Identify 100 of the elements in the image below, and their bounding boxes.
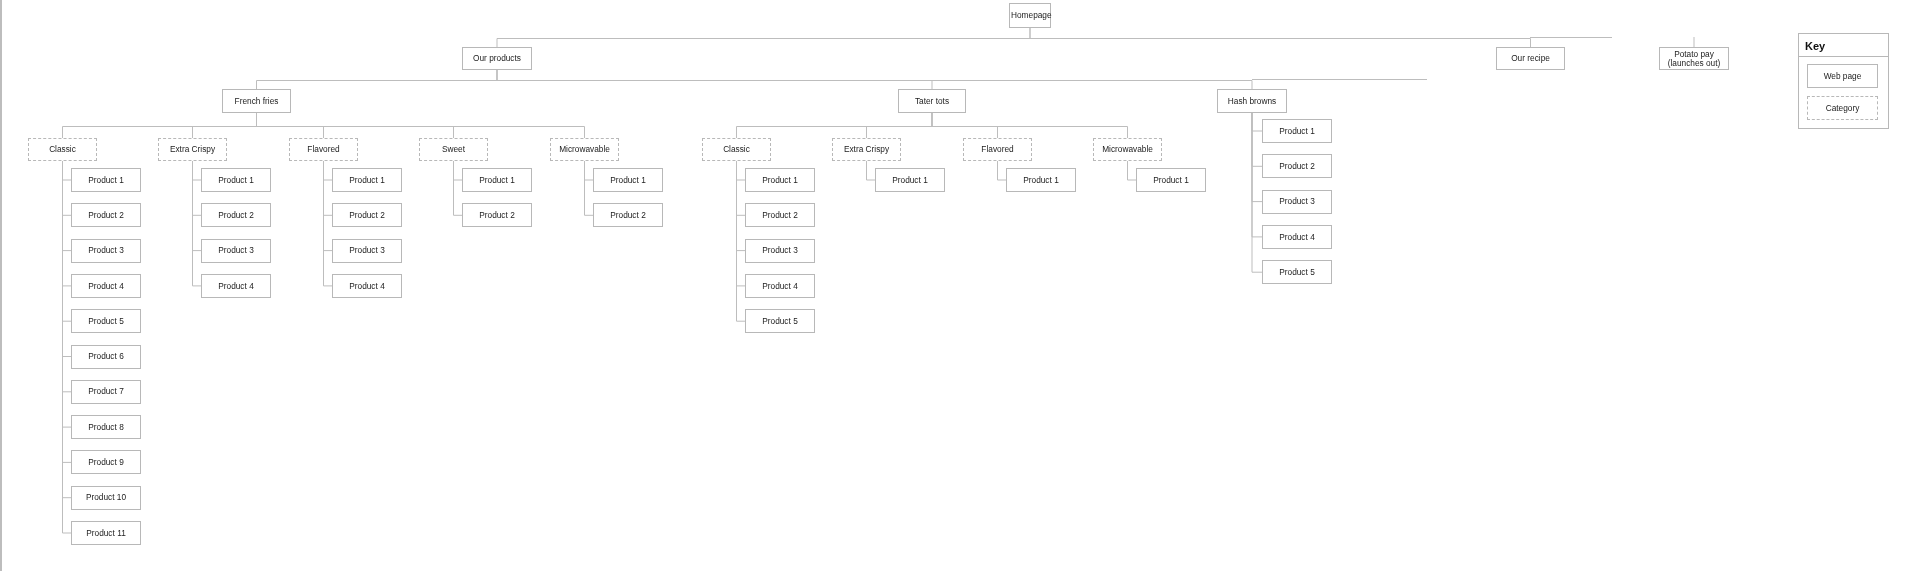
node-label: Product 5: [1279, 267, 1315, 277]
node-label: Hash browns: [1227, 96, 1277, 106]
page-box: [1262, 224, 1332, 249]
category-box: [419, 138, 488, 161]
page-box: [71, 238, 141, 263]
page-box: [745, 309, 815, 334]
page-box: [745, 203, 815, 228]
category-box: [832, 138, 901, 161]
node-label: Extra Crispy: [843, 145, 890, 154]
node-label: Product 1: [610, 175, 646, 185]
page-box: [898, 89, 966, 113]
node-label: Sweet: [441, 145, 466, 154]
node-label: Potato pay (launches out): [1666, 49, 1722, 68]
page-box: [71, 415, 141, 440]
category-box: [289, 138, 358, 161]
node-label: Classic: [723, 145, 750, 154]
node-label: Product 1: [762, 175, 798, 185]
node-label: Product 6: [88, 352, 124, 361]
connector-line: [736, 160, 746, 322]
page-box: [71, 485, 141, 510]
page-box: [1009, 3, 1051, 28]
node-label: Product 1: [1153, 175, 1189, 185]
page-box: [332, 238, 402, 263]
node-label: Product 2: [479, 210, 515, 220]
category-box: [1093, 138, 1162, 161]
node-label: Product 4: [349, 281, 385, 291]
page-box: [71, 344, 141, 369]
node-label: Product 2: [610, 210, 646, 220]
node-label: Product 2: [88, 210, 124, 220]
page-box: [201, 168, 271, 192]
node-label: Product 5: [762, 316, 798, 326]
page-box: [71, 450, 141, 475]
page-box: [71, 379, 141, 404]
connector-line: [1127, 160, 1137, 181]
page-box: [1262, 154, 1332, 179]
page-box: [201, 238, 271, 263]
page-box: [332, 273, 402, 298]
page-box: [1659, 47, 1729, 70]
node-label: Flavored: [981, 145, 1014, 154]
category-box: [702, 138, 771, 161]
node-label: Our products: [473, 54, 521, 63]
page-box: [593, 168, 663, 192]
node-label: Product 2: [762, 210, 798, 220]
page-box: [1262, 260, 1332, 285]
connector-line: [453, 160, 463, 216]
node-label: Product 5: [88, 316, 124, 326]
category-box: [550, 138, 619, 161]
page-box: [1496, 47, 1565, 70]
category-box: [963, 138, 1032, 161]
page-box: [462, 168, 532, 192]
node-label: Flavored: [307, 145, 340, 154]
connector-line: [1693, 36, 1695, 48]
node-label: Product 1: [479, 175, 515, 185]
page-box: [201, 203, 271, 228]
connector-line: [584, 160, 594, 216]
node-label: Our recipe: [1511, 54, 1550, 63]
node-label: Product 3: [349, 246, 385, 255]
category-box: [158, 138, 227, 161]
page-box: [462, 47, 532, 70]
node-label: Product 2: [349, 210, 385, 220]
node-label: Product 7: [88, 387, 124, 397]
page-box: [71, 521, 141, 545]
node-label: Extra Crispy: [169, 145, 216, 154]
node-label: Product 1: [1023, 175, 1059, 185]
node-label: Product 2: [1279, 161, 1315, 171]
node-label: Product 2: [218, 210, 254, 220]
connector-line: [192, 160, 202, 287]
node-label: Product 4: [218, 281, 254, 291]
page-box: [71, 309, 141, 334]
page-box: [332, 168, 402, 192]
node-label: Product 4: [762, 281, 798, 291]
page-box: [332, 203, 402, 228]
category-box: [28, 138, 97, 161]
node-label: Product 3: [218, 246, 254, 255]
page-box: [1262, 189, 1332, 214]
node-label: Microwavable: [1102, 145, 1153, 154]
legend-sample: Category: [1807, 96, 1878, 120]
node-label: Product 1: [88, 175, 124, 185]
page-box: [71, 203, 141, 228]
page-box: [875, 168, 945, 192]
connector-line: [1029, 27, 1531, 48]
key-heading: Key: [1805, 40, 1826, 52]
connector-line: [997, 160, 1007, 181]
connector-line: [496, 69, 1253, 90]
node-label: Product 4: [1279, 232, 1315, 242]
page-box: [745, 238, 815, 263]
legend-sample: Web page: [1807, 64, 1878, 88]
page-box: [1217, 89, 1287, 113]
node-label: Product 4: [88, 281, 124, 291]
node-label: Product 3: [88, 246, 124, 255]
page-box: [71, 273, 141, 298]
node-label: Product 9: [88, 458, 124, 467]
node-label: Product 10: [85, 493, 127, 503]
page-box: [1136, 168, 1206, 192]
node-label: Tater tots: [914, 96, 950, 106]
node-label: Classic: [49, 145, 76, 154]
node-label: Product 1: [1279, 126, 1315, 136]
page-box: [222, 89, 291, 113]
page-box: [201, 273, 271, 298]
node-label: Product 1: [892, 175, 928, 185]
